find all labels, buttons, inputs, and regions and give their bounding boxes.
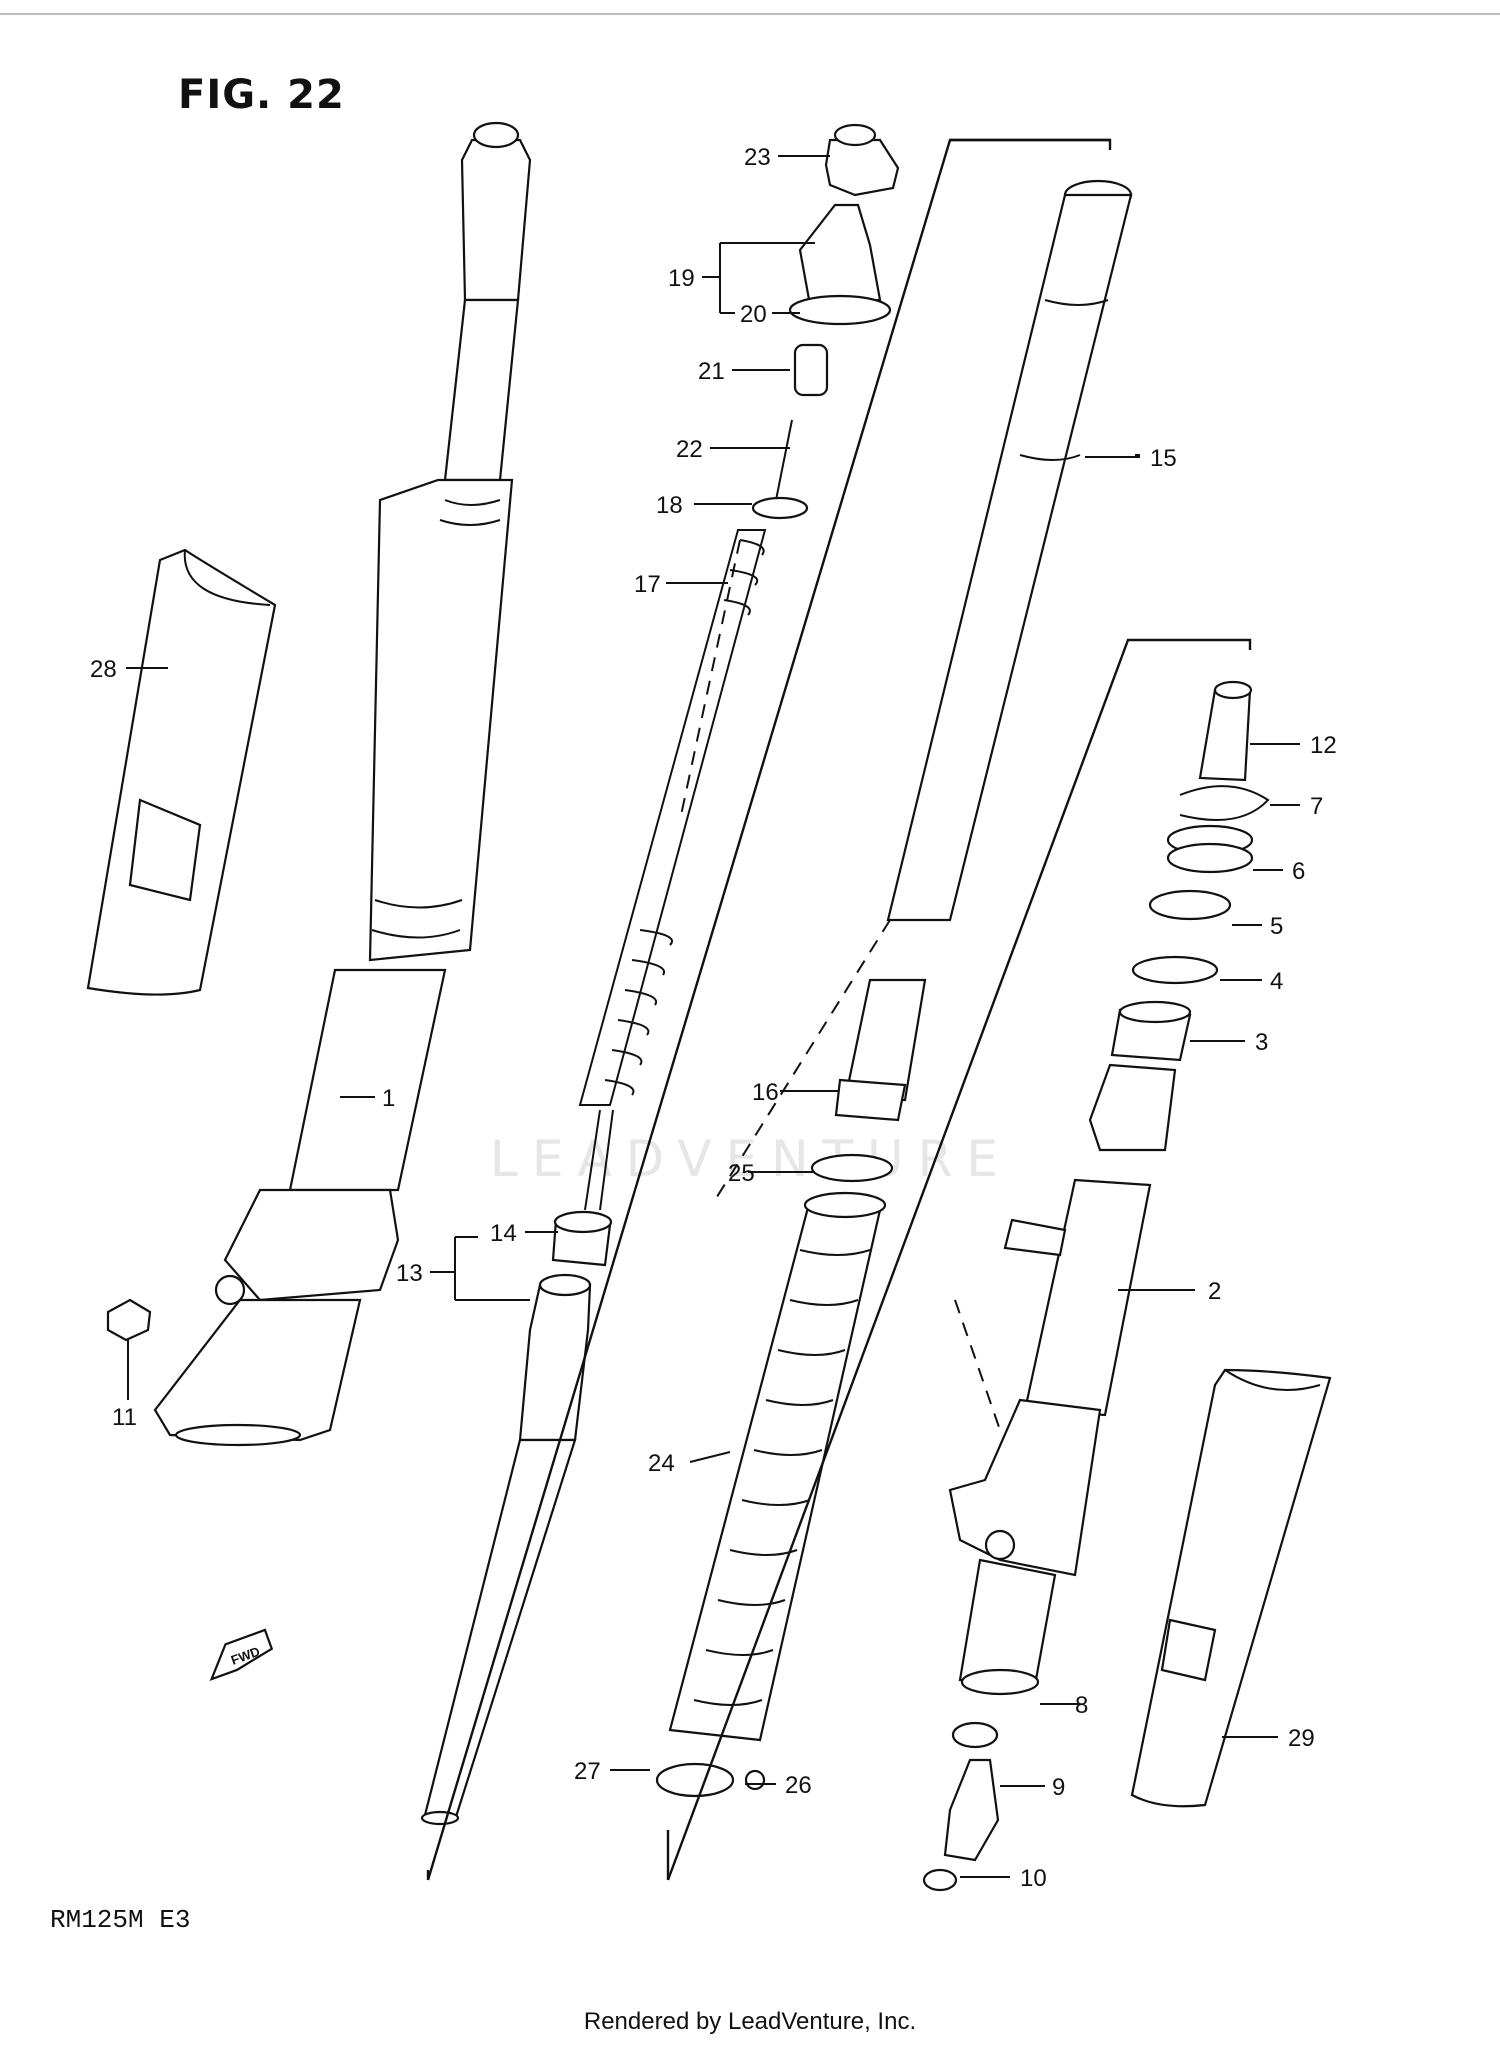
axis-outer-tube — [954, 1299, 1001, 1431]
callout-labels: 1 2 3 4 5 6 7 8 9 10 11 12 13 14 15 16 1… — [90, 144, 1337, 1892]
callout-11: 11 — [112, 1404, 137, 1431]
part-inner-tube-15 — [843, 179, 1133, 1102]
callout-21: 21 — [698, 358, 725, 385]
part-seal-6 — [1166, 824, 1254, 874]
callout-5: 5 — [1270, 913, 1283, 940]
part-damper-rod-13 — [420, 1273, 592, 1826]
part-bolt-11 — [106, 1298, 152, 1395]
callout-4: 4 — [1270, 968, 1283, 995]
callout-7: 7 — [1310, 793, 1323, 820]
part-washer-8 — [951, 1721, 999, 1749]
part-screw-26 — [744, 1769, 766, 1791]
callout-29: 29 — [1288, 1725, 1315, 1752]
callout-25: 25 — [728, 1160, 755, 1187]
callout-16: 16 — [752, 1079, 779, 1106]
callout-17: 17 — [634, 571, 661, 598]
watermark: LEADVENTURE — [490, 1130, 1012, 1188]
leader-lines — [126, 155, 1300, 1878]
part-cap-bolt-19 — [788, 203, 892, 326]
callout-15: 15 — [1150, 445, 1177, 472]
model-code: RM125M E3 — [50, 1905, 191, 1935]
arrow-left-icon — [209, 1628, 274, 1682]
part-spacer-12 — [1198, 680, 1253, 782]
fwd-direction-badge: FWD — [209, 1628, 274, 1682]
callout-6: 6 — [1292, 858, 1305, 885]
part-ring-4 — [1131, 955, 1219, 985]
callout-27: 27 — [574, 1758, 601, 1785]
part-rod-22-and-washer-18 — [751, 419, 809, 520]
part-fork-assembly-left — [153, 121, 532, 1447]
part-washer-5 — [1148, 889, 1232, 921]
callout-12: 12 — [1310, 732, 1337, 759]
callout-1: 1 — [382, 1085, 395, 1112]
part-boot-clamp-25 — [810, 1153, 894, 1183]
part-cap-10 — [922, 1868, 958, 1892]
part-cap-23 — [824, 123, 900, 197]
callout-20: 20 — [740, 301, 767, 328]
figure-title: FIG. 22 — [178, 72, 345, 118]
part-bushing-16 — [834, 1078, 907, 1122]
callout-14: 14 — [490, 1220, 517, 1247]
callout-3: 3 — [1255, 1029, 1268, 1056]
part-bushing-3 — [1110, 1000, 1192, 1062]
callout-2: 2 — [1208, 1278, 1221, 1305]
callout-19: 19 — [668, 265, 695, 292]
part-bolt-9 — [943, 1758, 1000, 1862]
part-bushing-14 — [551, 1210, 613, 1267]
part-fork-guard-29 — [1130, 1368, 1332, 1808]
callout-24: 24 — [648, 1450, 675, 1477]
callout-26: 26 — [785, 1772, 812, 1799]
part-boot-clamp-27 — [655, 1762, 735, 1798]
callout-9: 9 — [1052, 1774, 1065, 1801]
axis-inner-tube — [714, 919, 891, 1201]
callout-23: 23 — [744, 144, 771, 171]
part-boot-24 — [668, 1191, 887, 1742]
callout-13: 13 — [396, 1260, 423, 1287]
callout-10: 10 — [1020, 1865, 1047, 1892]
footer-credit: Rendered by LeadVenture, Inc. — [583, 2008, 917, 2035]
callout-18: 18 — [656, 492, 683, 519]
part-spring-17 — [578, 529, 767, 1211]
part-nut-21 — [793, 343, 829, 397]
part-circlip-7 — [1179, 785, 1270, 821]
part-fork-guard-28 — [86, 548, 277, 996]
callout-8: 8 — [1075, 1692, 1088, 1719]
callout-28: 28 — [90, 656, 117, 683]
callout-22: 22 — [676, 436, 703, 463]
part-outer-tube-2 — [948, 1063, 1177, 1696]
frame-outer-tube-group — [666, 638, 1252, 1881]
